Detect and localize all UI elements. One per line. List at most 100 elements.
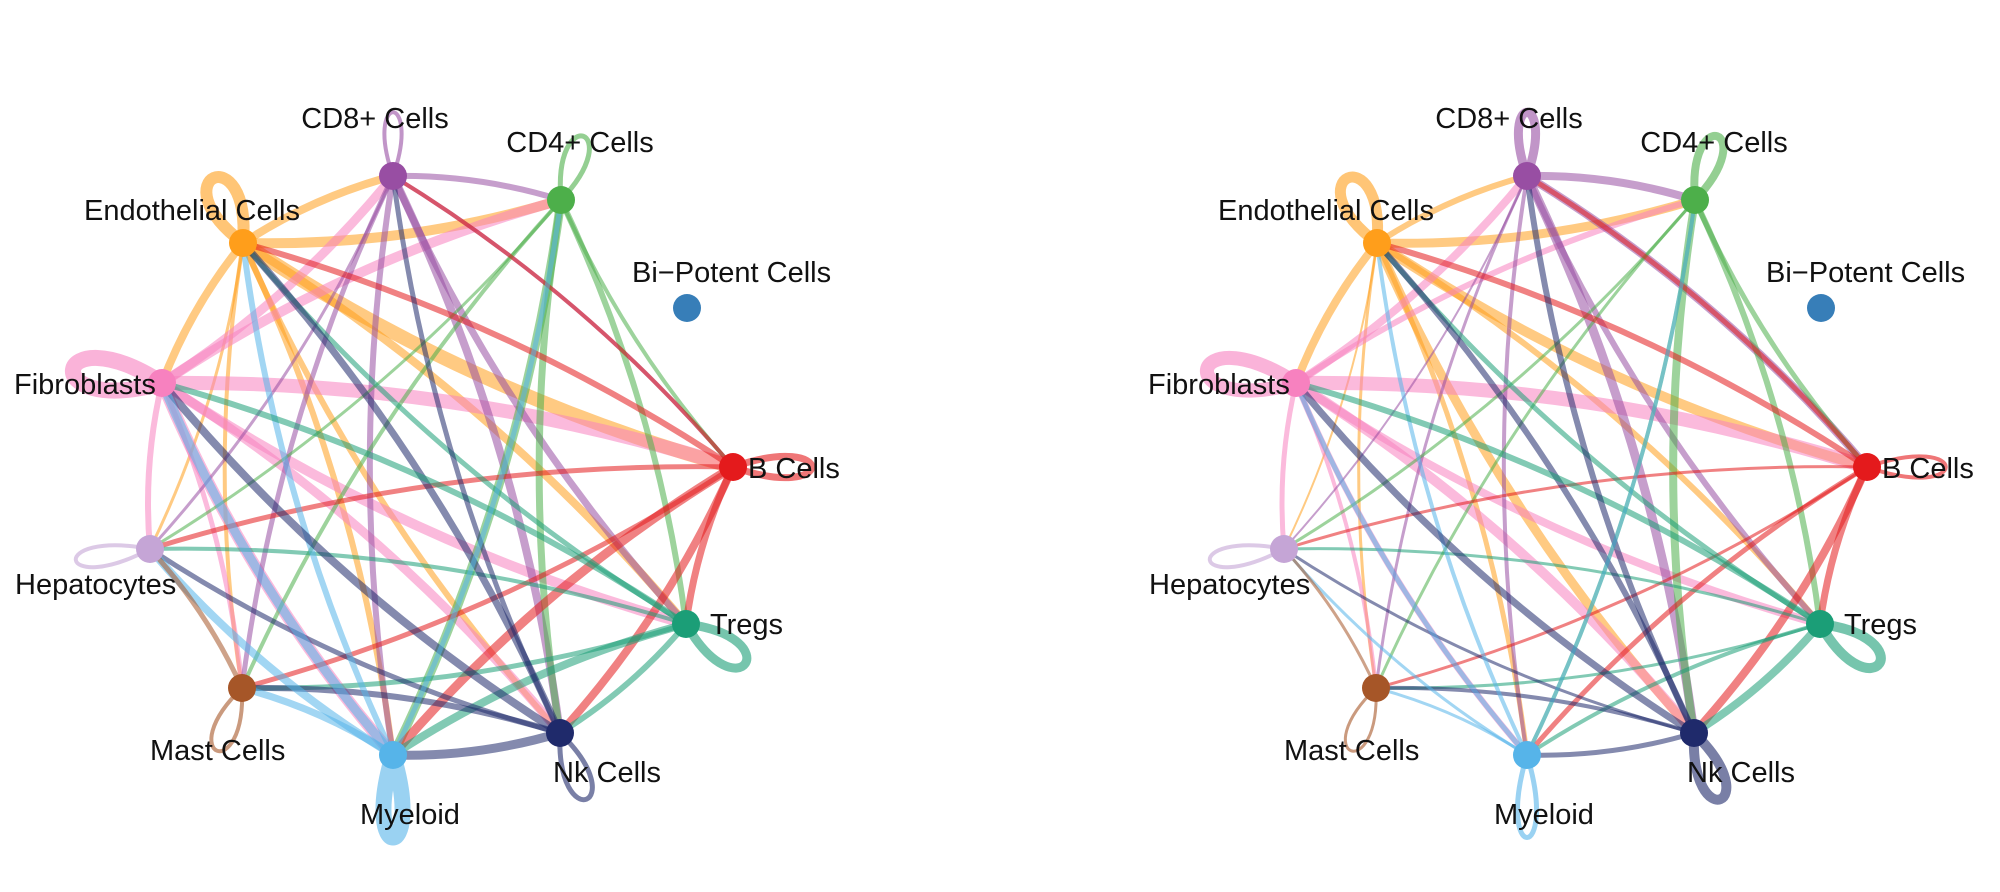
right-edge-nk-to-fibro <box>1292 379 1698 737</box>
left-node-endo-icon <box>229 229 257 257</box>
left-edge-mast-to-hep <box>147 546 245 691</box>
left-node-myel-icon <box>379 741 407 769</box>
left-edge-nk-to-cd8 <box>390 173 563 736</box>
left-label-endo: Endothelial Cells <box>84 195 300 227</box>
right-label-endo: Endothelial Cells <box>1218 195 1434 227</box>
right-nodes <box>1270 162 1881 769</box>
left-edge-treg-to-hep <box>148 546 688 626</box>
right-self-loop-fibro <box>1200 350 1303 398</box>
left-edge-nk-to-fibro <box>158 379 564 737</box>
left-edge-treg-to-fibro <box>159 380 689 627</box>
right-edge-nk-to-myel <box>1524 730 1697 758</box>
left-node-hep-icon <box>136 535 164 563</box>
left-edge-fibro-to-bcell <box>155 375 740 474</box>
right-self-loop-bcell <box>1865 454 1948 480</box>
right-node-myel-icon <box>1513 741 1541 769</box>
right-self-loop-cd4 <box>1690 131 1728 204</box>
left-node-cd4-icon <box>547 186 575 214</box>
right-node-bcell-icon <box>1853 453 1881 481</box>
left-node-bipot-icon <box>673 294 701 322</box>
right-node-nk-icon <box>1680 719 1708 747</box>
right-edge-myel-to-cd4 <box>1525 198 1697 757</box>
right-edge-bcell-to-cd8 <box>1524 173 1870 470</box>
left-edge-myel-to-cd4 <box>390 197 564 758</box>
right-node-mast-icon <box>1362 674 1390 702</box>
right-label-nk: Nk Cells <box>1687 757 1795 789</box>
right-self-loop-hep <box>1207 543 1286 570</box>
right-edge-fibro-to-hep <box>1279 380 1299 552</box>
left-edge-fibro-to-nk <box>157 378 565 738</box>
right-edge-cd8-to-hep <box>1283 175 1528 550</box>
right-edge-fibro-to-nk <box>1291 378 1699 738</box>
left-edge-nk-to-myel <box>388 728 565 760</box>
left-label-cd4: CD4+ Cells <box>506 127 653 159</box>
left-edge-treg-to-nk <box>557 621 689 736</box>
left-self-loop-bcell <box>729 452 816 482</box>
left-node-cd8-icon <box>379 162 407 190</box>
right-edge-cd8-to-nk <box>1522 171 1699 738</box>
left-self-loop-myel <box>375 747 411 846</box>
left-self-loop-nk <box>557 730 595 803</box>
left-node-bcell-icon <box>719 453 747 481</box>
right-edge-endo-to-cd8 <box>1374 173 1530 246</box>
left-self-loop-mast <box>209 686 245 754</box>
right-edge-treg-to-hep <box>1282 547 1822 626</box>
right-label-treg: Tregs <box>1844 609 1917 641</box>
left-edge-fibro-to-hep <box>145 380 165 552</box>
right-label-fibro: Fibroblasts <box>1148 369 1290 401</box>
left-label-myel: Myeloid <box>360 799 460 831</box>
left-edges <box>65 110 816 846</box>
right-node-bipot-icon <box>1807 294 1835 322</box>
right-edge-treg-to-nk <box>1690 620 1824 737</box>
left-self-loop-fibro <box>65 349 170 399</box>
right-label-myel: Myeloid <box>1494 799 1594 831</box>
right-edge-mast-to-hep <box>1282 547 1378 690</box>
right-self-loop-cd8 <box>1514 107 1540 181</box>
left-self-loop-endo <box>200 171 250 249</box>
left-edge-endo-to-cd8 <box>239 172 397 247</box>
left-label-fibro: Fibroblasts <box>14 369 156 401</box>
left-edge-cd8-to-hep <box>148 174 395 551</box>
left-edge-endo-to-fibro <box>158 239 247 387</box>
right-self-loop-treg <box>1815 619 1886 673</box>
left-edge-cd8-to-cd4 <box>390 172 564 203</box>
left-nodes <box>136 162 747 769</box>
right-edge-endo-to-fibro <box>1292 239 1381 387</box>
right-edge-bcell-to-endo <box>1374 240 1870 470</box>
left-label-mast: Mast Cells <box>150 735 285 767</box>
right-edge-myel-to-fibro <box>1293 380 1530 758</box>
right-node-cd4-icon <box>1681 186 1709 214</box>
right-node-fibro-icon <box>1282 369 1310 397</box>
right-edge-treg-to-fibro <box>1293 380 1823 627</box>
left-label-cd8: CD8+ Cells <box>301 103 448 135</box>
right-edge-nk-to-cd8 <box>1524 173 1697 736</box>
right-node-endo-icon <box>1363 229 1391 257</box>
right-node-cd8-icon <box>1513 162 1541 190</box>
right-edge-nk-to-hep <box>1282 547 1696 735</box>
left-node-nk-icon <box>546 719 574 747</box>
left-edge-bcell-to-endo <box>240 240 736 470</box>
left-node-fibro-icon <box>148 369 176 397</box>
right-self-loop-nk <box>1688 728 1732 805</box>
right-label-mast: Mast Cells <box>1284 735 1419 767</box>
left-edge-bcell-to-cd8 <box>391 174 735 469</box>
left-self-loop-cd8 <box>382 110 404 178</box>
right-edge-myel-to-endo <box>1375 241 1529 757</box>
left-edge-nk-to-mast <box>239 684 563 736</box>
left-self-loop-hep <box>73 543 152 570</box>
left-label-hep: Hepatocytes <box>15 569 176 601</box>
right-edge-cd8-to-myel <box>1501 174 1529 757</box>
left-label-bcell: B Cells <box>748 453 840 485</box>
right-edges <box>1200 107 1948 840</box>
right-node-treg-icon <box>1806 610 1834 638</box>
right-edge-cd8-to-cd4 <box>1523 171 1699 204</box>
right-label-bcell: B Cells <box>1882 453 1974 485</box>
left-edge-myel-to-endo <box>240 240 396 758</box>
left-self-loop-treg <box>681 619 752 673</box>
right-label-hep: Hepatocytes <box>1149 569 1310 601</box>
